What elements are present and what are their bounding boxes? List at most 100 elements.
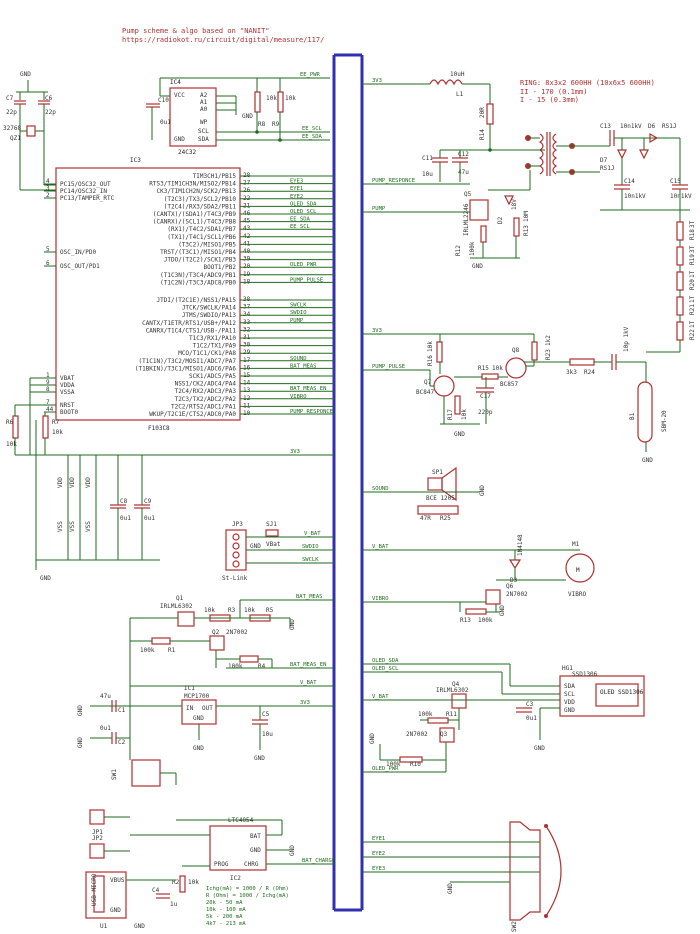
r2-value: 10k (188, 879, 199, 886)
mcu-right-pin-label: TIM3CH1/PB15 (193, 173, 237, 180)
hv-resistor-ref: R19 (689, 254, 696, 265)
q3-value: 2N7002 (406, 731, 428, 738)
mcu-net-label: SWDIO (290, 310, 307, 316)
mcu-left-pin-label: PC15/OSC32_OUT (60, 181, 111, 188)
mcu-left-pin-label: VBAT (60, 375, 75, 382)
c2-ref: C2 (118, 739, 126, 746)
gnd-q5: GND (472, 263, 483, 270)
c4-ref: C4 (152, 887, 160, 894)
crystal-block: GND C7 22p C6 22p 32768 QZ1 (3, 71, 56, 191)
net-eye3: EYE3 (372, 866, 385, 872)
vss-label-3: VSS (85, 521, 92, 532)
coil-winding2: II - 170 (0.1mm) (520, 88, 587, 96)
charge-note-line: Ichg(mA) = 1000 / R (Ohm) (206, 886, 289, 892)
oled-label: OLED SSD1306 (600, 689, 644, 696)
mcu-net-label: EYE1 (290, 186, 303, 192)
r7-value: 10k (52, 429, 63, 436)
r25-value: 47R (420, 515, 431, 522)
mcu-left-pins: PC15/OSC32_OUT4PC14/OSC32_IN3PC13/TAMPER… (44, 178, 115, 416)
stlink-label: St-Link (222, 575, 248, 582)
r8-value: 10k (266, 95, 277, 102)
r14-value: 20R (479, 107, 486, 118)
q5-ref: Q5 (464, 191, 472, 198)
mcu-left-pin-number: 9 (46, 379, 50, 386)
mcu-right-pin-label: NSS1/CK2/ADC4/PA4 (175, 381, 237, 388)
r15-ref: R15 (478, 365, 489, 372)
mcu-right-pin-label: TRST/(T3C1)/MISO1/PB4 (160, 249, 236, 256)
geiger-tube (637, 381, 653, 443)
r2-ref: R2 (172, 879, 180, 886)
c8-value: 0u1 (120, 515, 131, 522)
mcu-net-label: PUMP (290, 318, 304, 324)
ic2-ref: IC2 (230, 875, 241, 882)
gnd-label: GND (20, 71, 31, 78)
r14-ref: R14 (479, 129, 486, 140)
c14-ref: C14 (624, 178, 635, 185)
coil-note: RING: 8x3x2 600HH (10x6x5 600HH) II - 17… (520, 79, 655, 104)
q3-ref: Q3 (440, 731, 448, 738)
l1-value: 10uH (450, 71, 465, 78)
mcu-net-label: BAT_MEAS (290, 363, 317, 369)
r12-ref: R12 (455, 245, 462, 256)
gnd-c2: GND (77, 737, 84, 748)
eeprom-pin-a2: A2 (200, 92, 208, 99)
d2-ref: D2 (497, 216, 504, 224)
c9-value: 0u1 (144, 515, 155, 522)
r13-value: 10M (523, 211, 530, 222)
mcu-right-pin-label: RTS3/TIM1CH3N/MISO2/PB14 (149, 181, 236, 188)
mcu-right-pin-label: JTCK/SWCLK/PA14 (182, 305, 237, 312)
mcu-part: F103C8 (148, 425, 170, 432)
gnd-tube: GND (642, 457, 653, 464)
net-oled-pwr: OLED_PWR (372, 766, 399, 772)
eeprom-ref: IC4 (170, 79, 181, 86)
net-eye1: EYE1 (372, 836, 385, 842)
c12-ref: C12 (458, 151, 469, 158)
hv-resistor (676, 321, 684, 341)
mcu-left-pin-label: PC13/TAMPER_RTC (60, 195, 115, 202)
ldo-block: IC1 MCP1700 IN OUT GND 3V3 GND C5 10u GN… (77, 685, 334, 787)
mcu-net-label: EE_SDA (290, 217, 311, 223)
charger-block: LTC4054 BAT GND PROG CHRG IC2 GND BAT_CH… (85, 809, 335, 930)
r16-value: 10k (427, 341, 434, 352)
q8-value: BC857 (500, 381, 518, 388)
vdd-label-1: VDD (57, 477, 64, 488)
mcu-body (55, 167, 241, 421)
r24-ref: R24 (584, 369, 595, 376)
c12-value: 47u (458, 169, 469, 176)
hv-resistor-ref: R22 (689, 329, 696, 340)
net-bat-charge: BAT_CHARGE (302, 858, 335, 864)
hg1-pin-gnd: GND (564, 707, 575, 714)
mcu-ic3: IC3 F103C8 PC15/OSC32_OUT4PC14/OSC32_IN3… (44, 157, 334, 432)
c10-value: 0u1 (160, 119, 171, 126)
pulse-shaper: 3V3 PUMP_PULSE R16 10k Q7 BC847 R17 10k … (362, 326, 680, 464)
geiger-tube-label: SBM-20 (661, 410, 668, 432)
mcu-left-pin-label: OSC_OUT/PD1 (60, 263, 100, 270)
jp2-ref: JP2 (92, 835, 103, 842)
ic2-pin-chrg: CHRG (244, 861, 259, 868)
hv-resistor-value: 1T (689, 295, 696, 303)
hv-resistor-value: 1T (689, 270, 696, 278)
ic2-pin-gnd: GND (250, 847, 261, 854)
mcu-right-pin-label: (RX1)/T4C2/SDA1/PB7 (167, 226, 236, 233)
charge-note-line: 4k7 - 213 mA (206, 921, 246, 927)
mcu-right-pin-label: (T2C4)/RX3/SDA2/PB11 (164, 203, 237, 210)
r13b-value: 100k (478, 617, 493, 624)
mcu-right-pin-label: CANTX/T1ETR/RTS1/USB+/PA12 (142, 320, 236, 327)
q6-value: 2N7002 (506, 591, 528, 598)
ic1-ref: IC1 (184, 685, 195, 692)
reset-boot-block: R6 10k R7 10k (6, 377, 63, 455)
c6-ref: C6 (45, 95, 53, 102)
c15-ref: C15 (670, 178, 681, 185)
bat-meas-block: Q1 IRLML6302 10k R3 10k R5 GND BAT_MEAS … (129, 594, 334, 706)
hv-resistor (676, 246, 684, 266)
r1-ref: R1 (168, 647, 176, 654)
mcu-right-pin-label: (T1BKIN)/T3C1/MISO1/ADC6/PA6 (135, 365, 237, 372)
eeprom-pin-a1: A1 (200, 99, 208, 106)
mcu-right-pin-label: T2C3/TX2/ADC2/PA2 (175, 396, 237, 403)
eeprom-body (169, 87, 217, 147)
r10-ref: R10 (410, 761, 421, 768)
mcu-right-pin-label: T2C2/RTS2/ADC1/PA1 (171, 403, 236, 410)
net-vbat-jp: V_BAT (304, 531, 321, 537)
